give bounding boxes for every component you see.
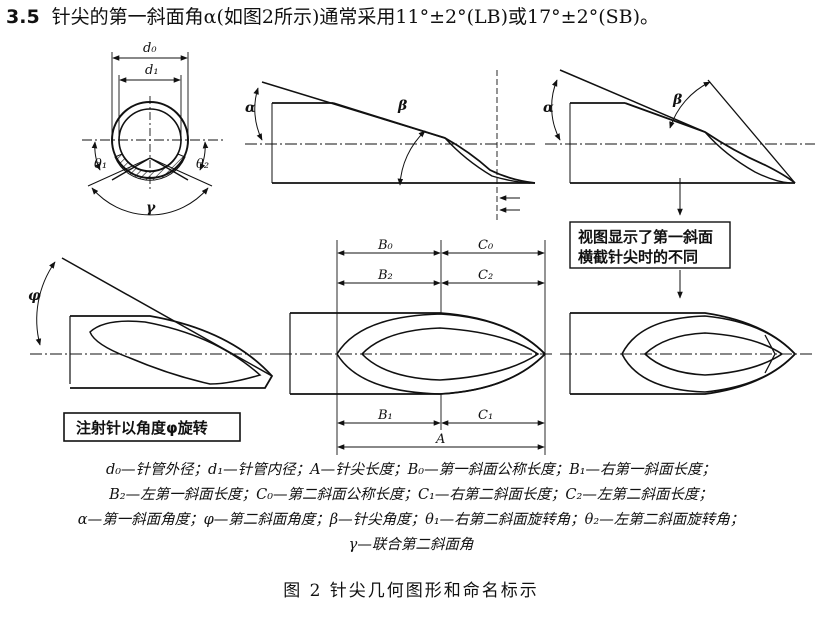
label-alpha-lb: α	[245, 100, 256, 116]
alpha-arc	[253, 87, 263, 141]
label-B0: B₀	[377, 238, 394, 253]
needle-top-view-sb	[560, 312, 815, 395]
beta-arc	[397, 130, 426, 186]
heading-number: 3.5	[6, 6, 40, 28]
phi-arc	[35, 261, 56, 346]
side-view-sb	[545, 69, 815, 299]
label-phi: φ	[28, 288, 41, 304]
rotated-needle-view	[30, 257, 290, 389]
theta2-arc	[199, 141, 209, 171]
view-note-line2: 横截针尖时的不同	[578, 248, 698, 266]
alpha-arc	[551, 79, 561, 141]
rotate-note: 注射针以角度φ旋转	[76, 419, 208, 437]
label-C1: C₁	[478, 408, 493, 423]
bevel-line-right	[149, 157, 189, 181]
heading-text: 针尖的第一斜面角α(如图2所示)通常采用11°±2°(LB)或17°±2°(SB…	[51, 6, 659, 28]
bevel-line-left	[111, 157, 151, 181]
first-bevel-line	[559, 69, 706, 133]
legend-line-1: d₀—针管外径；d₁—针管内径；A—针尖长度；B₀—第一斜面公称长度；B₁—右第…	[105, 462, 717, 478]
legend-line-4: γ—联合第二斜面角	[348, 537, 474, 553]
cross-section-view	[82, 52, 224, 216]
view-note-line1: 视图显示了第一斜面	[578, 228, 713, 246]
lumen-outline	[360, 327, 540, 381]
label-gamma: γ	[146, 200, 156, 216]
label-beta-lb: β	[397, 98, 408, 114]
label-C0: C₀	[478, 238, 494, 253]
view-note-box	[569, 221, 731, 269]
bevel-profile	[332, 102, 536, 184]
legend-line-3: α—第一斜面角度；φ—第二斜面角度；β—针尖角度；θ₁—右第二斜面旋转角；θ₂—…	[77, 512, 745, 528]
beta-arc	[669, 81, 711, 129]
label-d0: d₀	[143, 41, 157, 56]
side-view-lb	[245, 70, 536, 222]
label-B2: B₂	[377, 268, 393, 283]
rotate-note-box	[63, 412, 241, 442]
needle-top-view	[280, 240, 555, 455]
label-B1: B₁	[377, 408, 393, 423]
label-theta2: θ₂	[196, 157, 209, 172]
heading: 3.5 针尖的第一斜面角α(如图2所示)通常采用11°±2°(LB)或17°±2°…	[6, 2, 659, 29]
label-alpha-sb: α	[543, 100, 554, 116]
figure-caption: 图 2 针尖几何图形和命名标示	[283, 581, 539, 601]
label-theta1: θ₁	[94, 157, 107, 172]
label-beta-sb: β	[672, 92, 683, 108]
label-C2: C₂	[478, 268, 493, 283]
label-A: A	[435, 432, 445, 447]
legend-line-2: B₂—左第一斜面长度；C₀—第二斜面公称长度；C₁—右第二斜面长度；C₂—左第二…	[109, 487, 713, 503]
gamma-arc	[91, 187, 209, 216]
label-d1: d₁	[145, 63, 159, 78]
tip-line	[707, 79, 796, 184]
hatched-bevel-area	[114, 153, 186, 181]
theta1-arc	[91, 141, 101, 171]
